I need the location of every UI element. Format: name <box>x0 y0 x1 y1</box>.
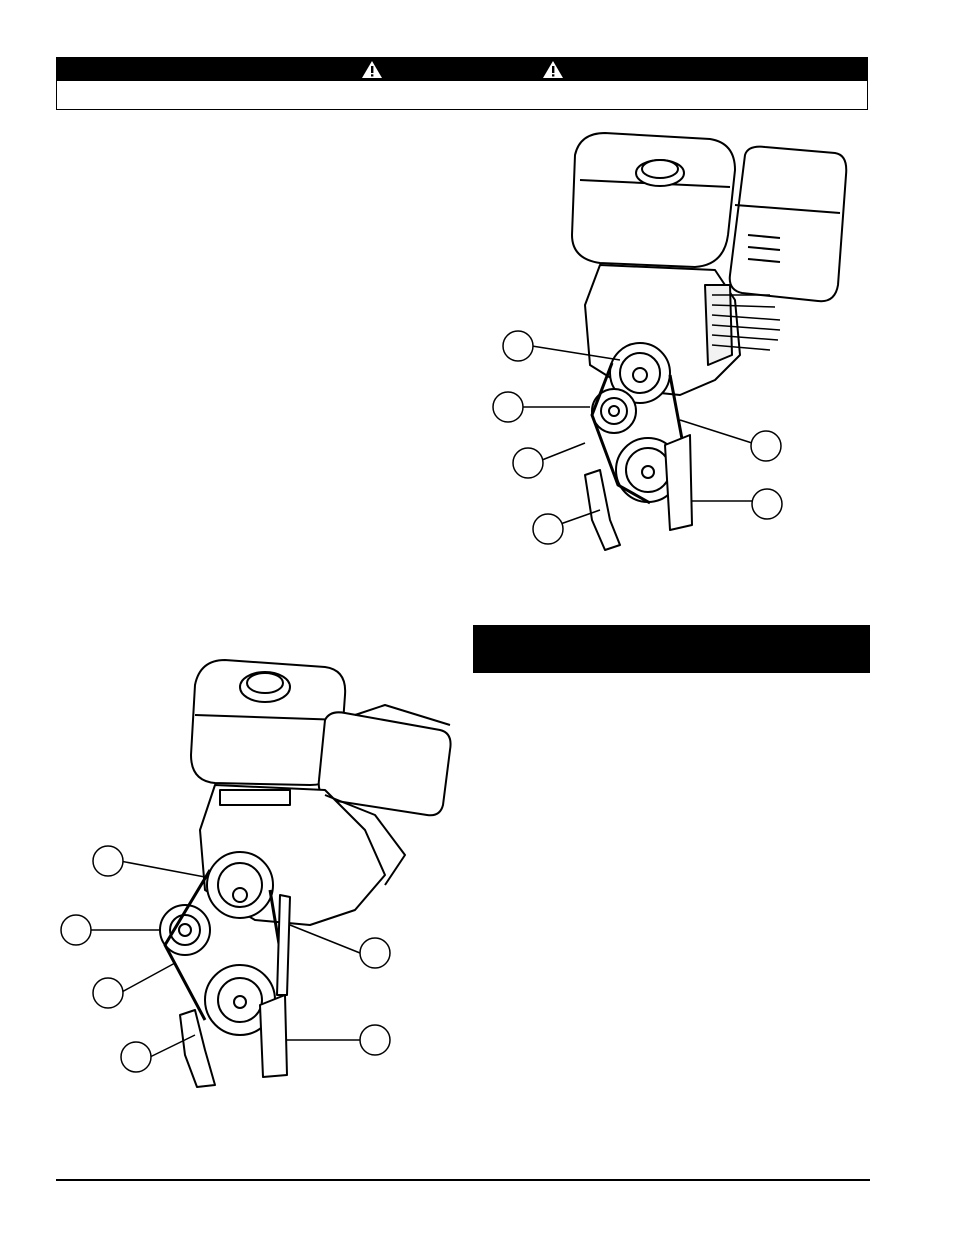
belt-guard-bracket <box>664 434 693 531</box>
callout-circle <box>532 513 564 545</box>
callout-circle <box>492 391 524 423</box>
belt-guard-bracket <box>259 994 288 1078</box>
callout-circle <box>60 914 92 946</box>
footer-rule <box>56 1179 870 1181</box>
callout-circle <box>92 977 124 1009</box>
callout-circle <box>120 1041 152 1073</box>
callout-circle <box>359 937 391 969</box>
callout-circle <box>512 447 544 479</box>
fuel-tank-outline <box>571 132 736 268</box>
belt-routing-figure-bottom <box>60 659 452 1088</box>
warning-triangle-icon <box>362 61 382 78</box>
air-cleaner-housing <box>728 145 848 303</box>
warning-triangle-icon <box>543 61 563 78</box>
callout-circle <box>92 845 124 877</box>
callout-circle <box>750 430 782 462</box>
mounting-bracket <box>179 1009 216 1088</box>
callout-circle <box>502 330 534 362</box>
warning-box <box>56 57 868 110</box>
belt-routing-figure-top <box>492 132 848 551</box>
section-header-bar <box>473 625 870 673</box>
callout-circle <box>359 1024 391 1056</box>
mounting-bracket <box>584 469 621 551</box>
warning-header-bar <box>57 58 867 81</box>
callout-circle <box>751 488 783 520</box>
